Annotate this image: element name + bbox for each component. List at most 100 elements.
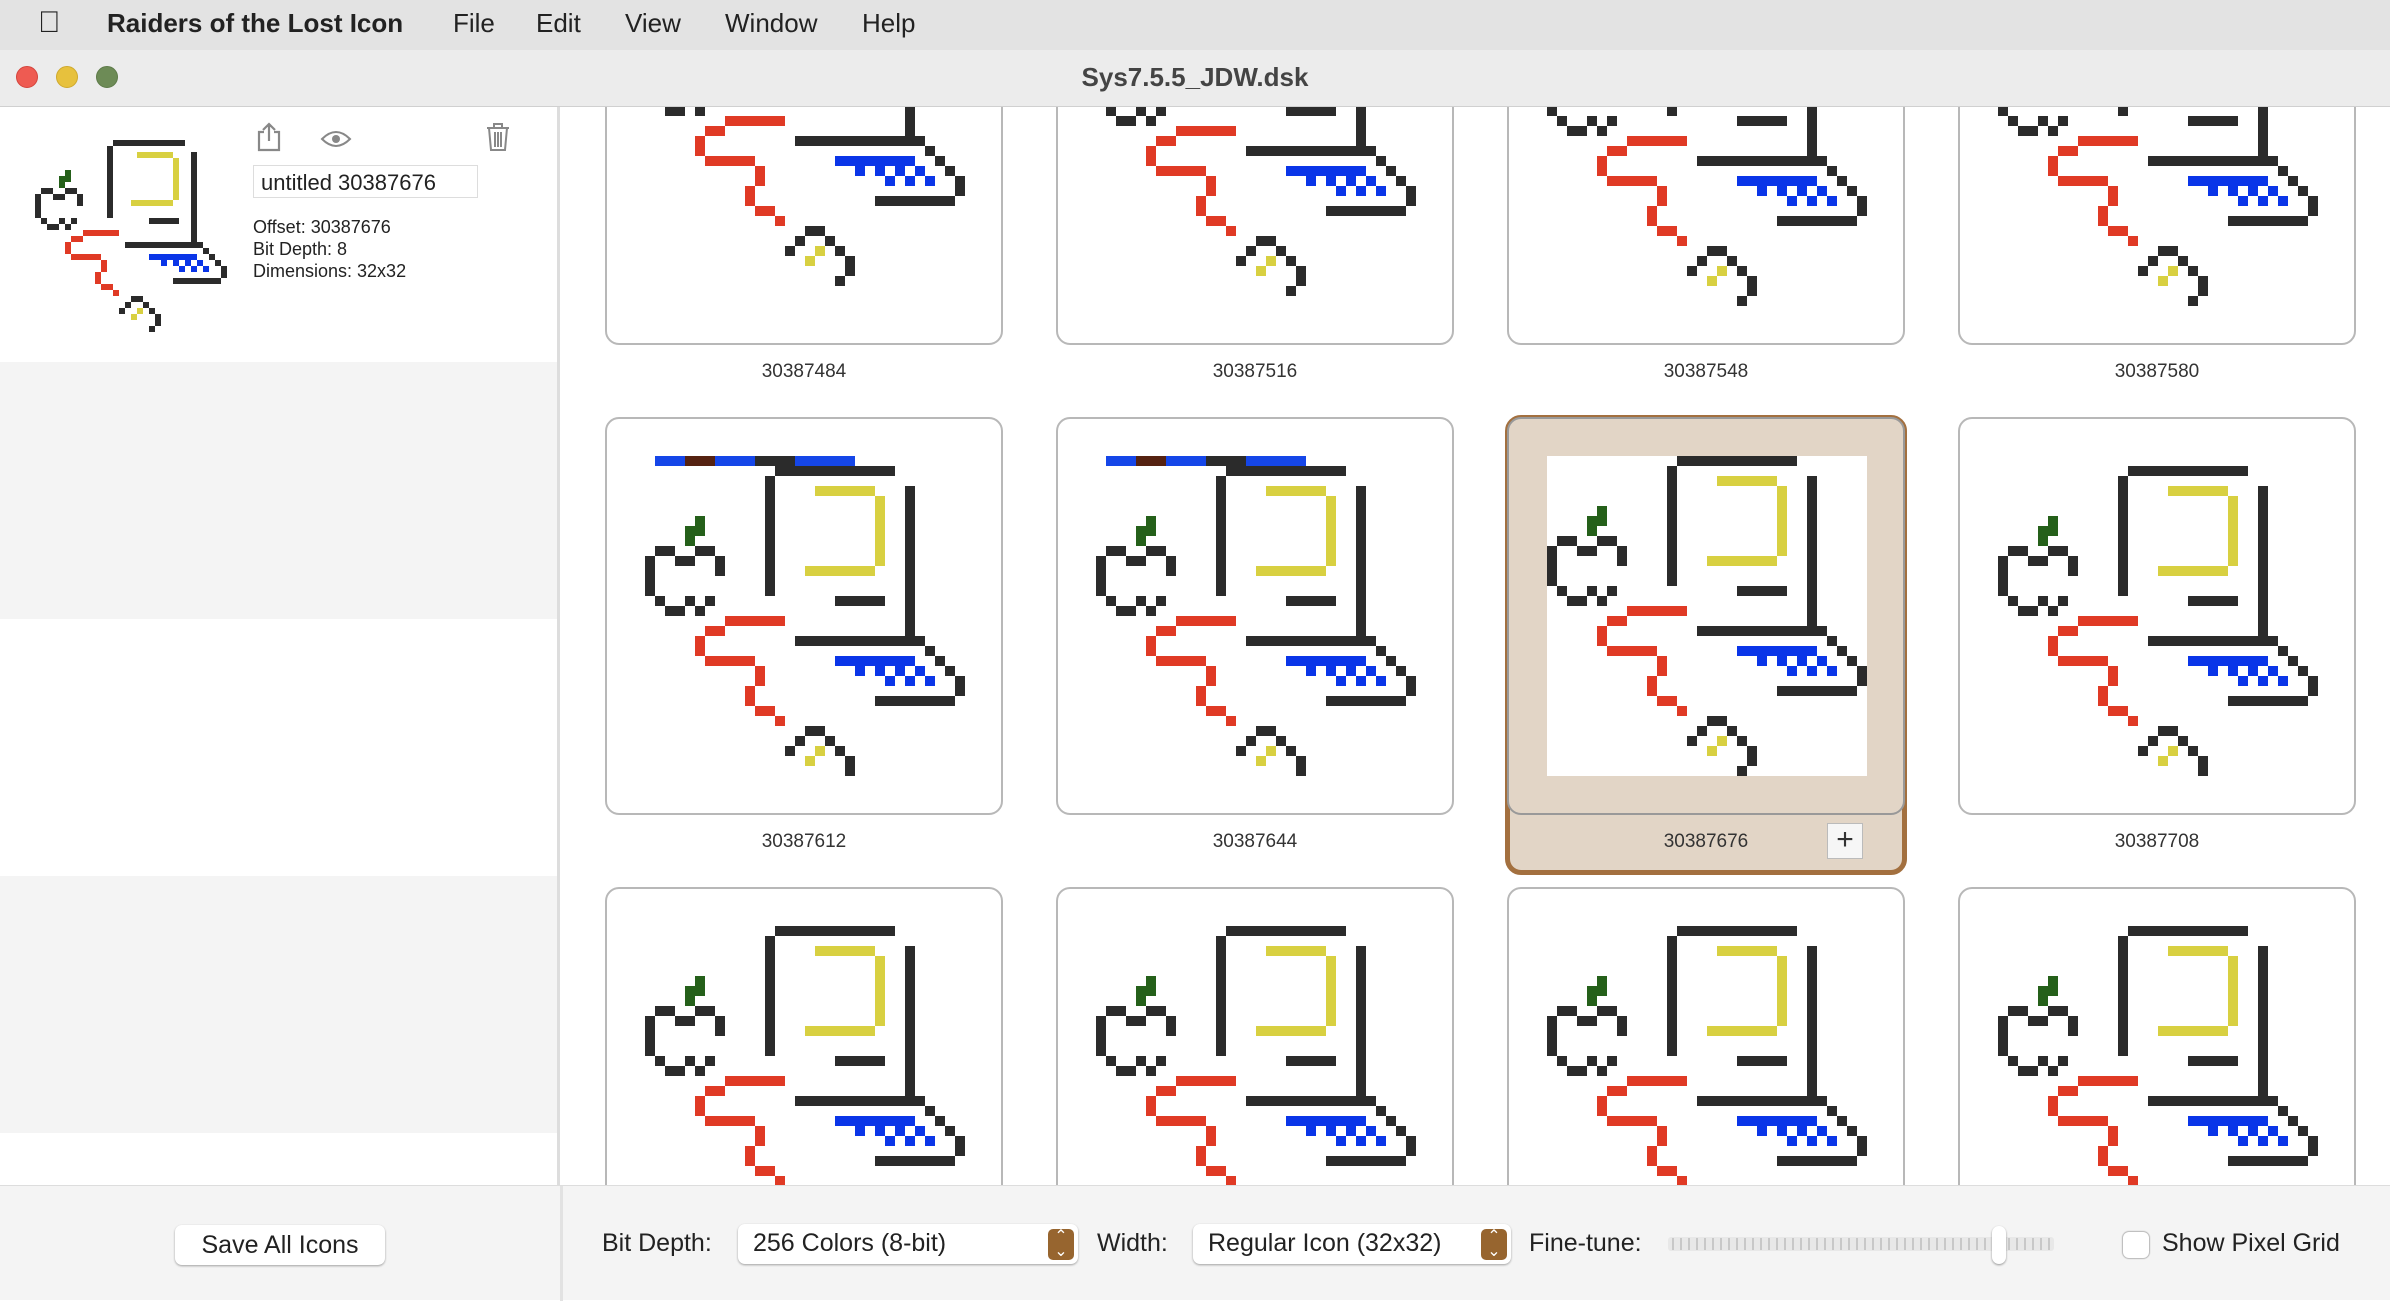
icon-tile[interactable] bbox=[605, 887, 1003, 1185]
icon-pixel bbox=[1126, 556, 1146, 566]
share-icon[interactable] bbox=[255, 122, 283, 152]
close-button[interactable] bbox=[16, 66, 38, 88]
icon-tile[interactable] bbox=[1056, 887, 1454, 1185]
apple-menu-icon[interactable]:  bbox=[38, 6, 61, 40]
app-menu[interactable]: Raiders of the Lost Icon bbox=[107, 8, 404, 38]
icon-pixel bbox=[1196, 1156, 1206, 1166]
icon-pixel bbox=[1326, 1126, 1336, 1136]
icon-pixel bbox=[685, 596, 695, 606]
icon-pixel bbox=[1216, 946, 1226, 956]
slider-thumb[interactable] bbox=[1991, 1226, 2006, 1264]
sidebar-row[interactable] bbox=[0, 362, 557, 619]
icon-pixel bbox=[1807, 196, 1817, 206]
add-icon-button[interactable]: + bbox=[1827, 823, 1863, 859]
show-pixel-grid-label[interactable]: Show Pixel Grid bbox=[2162, 1229, 2340, 1257]
icon-pixel bbox=[191, 200, 197, 206]
icon-pixel bbox=[1998, 586, 2008, 596]
icon-pixel bbox=[2268, 1126, 2278, 1136]
save-all-icons-button[interactable]: Save All Icons bbox=[175, 1225, 385, 1265]
icon-pixel bbox=[1607, 1056, 1617, 1066]
icon-pixel bbox=[2028, 1016, 2048, 1026]
trash-icon[interactable] bbox=[485, 122, 511, 152]
icon-pixel bbox=[2078, 1076, 2138, 1086]
icon-pixel bbox=[1787, 666, 1797, 676]
icon-pixel bbox=[1286, 656, 1366, 666]
width-popup[interactable]: Regular Icon (32x32)⌃⌄ bbox=[1193, 1224, 1511, 1264]
menu-file[interactable]: File bbox=[453, 8, 495, 38]
tile-label: 30387644 bbox=[1212, 831, 1298, 852]
icon-pixel bbox=[875, 966, 885, 976]
menu-edit[interactable]: Edit bbox=[536, 8, 581, 38]
icon-pixel bbox=[2038, 596, 2048, 606]
icon-pixel bbox=[1256, 266, 1266, 276]
icon-pixel bbox=[1737, 116, 1787, 126]
icon-pixel bbox=[2188, 1056, 2238, 1066]
icon-pixel bbox=[1216, 566, 1226, 576]
icon-pixel bbox=[1226, 466, 1346, 476]
icon-pixel bbox=[1807, 506, 1817, 516]
icon-pixel bbox=[2258, 606, 2268, 616]
icon-pixel bbox=[725, 116, 785, 126]
icon-pixel bbox=[1807, 1086, 1817, 1096]
icon-tile[interactable] bbox=[1507, 417, 1905, 815]
icon-pixel bbox=[2258, 976, 2268, 986]
icon-pixel bbox=[2258, 526, 2268, 536]
icon-pixel bbox=[1807, 596, 1817, 606]
slider-tick bbox=[1984, 1238, 1986, 1250]
eye-icon[interactable] bbox=[320, 129, 352, 149]
icon-pixel bbox=[1777, 1156, 1857, 1166]
icon-pixel bbox=[1707, 556, 1777, 566]
icon-tile[interactable] bbox=[1958, 107, 2356, 345]
slider-tick bbox=[1856, 1238, 1858, 1250]
icon-tile[interactable] bbox=[1507, 107, 1905, 345]
icon-pixel bbox=[1807, 486, 1817, 496]
menu-help[interactable]: Help bbox=[862, 8, 916, 38]
icon-pixel bbox=[1356, 136, 1366, 146]
icon-pixel bbox=[2258, 1076, 2268, 1086]
icon-pixel bbox=[1096, 576, 1106, 586]
icon-pixel bbox=[935, 656, 945, 666]
icon-pixel bbox=[845, 756, 855, 766]
icon-tile[interactable] bbox=[605, 107, 1003, 345]
icon-pixel bbox=[795, 736, 805, 746]
icon-tile[interactable] bbox=[1958, 417, 2356, 815]
icon-pixel bbox=[2228, 216, 2308, 226]
icon-tile[interactable] bbox=[1056, 107, 1454, 345]
bit-depth-value: 256 Colors (8-bit) bbox=[753, 1229, 947, 1257]
finetune-slider[interactable] bbox=[1668, 1226, 2054, 1264]
show-pixel-grid-checkbox[interactable] bbox=[2123, 1232, 2149, 1258]
icon-pixel bbox=[2018, 1066, 2038, 1076]
icon-tile[interactable] bbox=[1507, 887, 1905, 1185]
icon-tile[interactable] bbox=[1958, 887, 2356, 1185]
menu-window[interactable]: Window bbox=[725, 8, 818, 38]
icon-pixel bbox=[1156, 1086, 1176, 1096]
minimize-button[interactable] bbox=[56, 66, 78, 88]
zoom-button[interactable] bbox=[96, 66, 118, 88]
slider-tick bbox=[1728, 1238, 1730, 1250]
icon-pixel bbox=[1827, 636, 1837, 646]
sidebar-selected-icon-row[interactable]: untitled 30387676 Offset: 30387676 Bit D… bbox=[0, 107, 557, 362]
icon-pixel bbox=[2098, 216, 2108, 226]
icon-pixel bbox=[2018, 606, 2038, 616]
sidebar-row[interactable] bbox=[0, 619, 557, 876]
icon-pixel bbox=[173, 170, 179, 176]
icon-pixel bbox=[179, 266, 185, 272]
menu-view[interactable]: View bbox=[625, 8, 681, 38]
slider-tick bbox=[1976, 1238, 1978, 1250]
icon-pixel bbox=[1326, 666, 1336, 676]
icon-pixel bbox=[107, 158, 113, 164]
bit-depth-popup[interactable]: 256 Colors (8-bit)⌃⌄ bbox=[738, 1224, 1078, 1264]
icon-pixel bbox=[1777, 986, 1787, 996]
icon-pixel bbox=[125, 242, 203, 248]
icon-pixel bbox=[1998, 566, 2008, 576]
icon-pixel bbox=[1376, 186, 1386, 196]
sidebar-row[interactable] bbox=[0, 876, 557, 1133]
icon-pixel bbox=[2258, 516, 2268, 526]
icon-tile[interactable] bbox=[1056, 417, 1454, 815]
icon-name-input[interactable]: untitled 30387676 bbox=[253, 165, 478, 198]
icon-pixel bbox=[2228, 536, 2238, 546]
icon-pixel bbox=[875, 1126, 885, 1136]
icon-pixel bbox=[125, 302, 131, 308]
icon-tile[interactable] bbox=[605, 417, 1003, 815]
icon-pixel bbox=[161, 260, 167, 266]
